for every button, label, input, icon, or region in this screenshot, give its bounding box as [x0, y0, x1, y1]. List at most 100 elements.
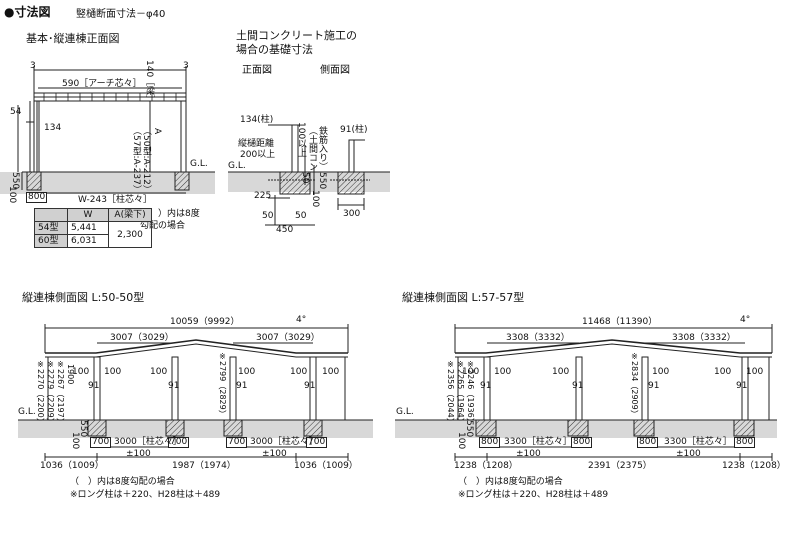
side50-hmid: ※2799（2829）: [218, 352, 227, 418]
post-134: 134(柱): [240, 115, 274, 125]
side57-mid-overhang: 2391（2375）: [588, 461, 652, 471]
table-header-w: W: [67, 208, 109, 222]
table-cell-w: 6,031: [67, 234, 109, 248]
side57-total: 11468（11390）: [582, 317, 658, 327]
foundation-drawing: [228, 124, 390, 226]
side57-right-overhang: 1238（1208）: [722, 461, 786, 471]
side57-h1: ※2356（2044）: [446, 360, 455, 426]
side50-arrow-2: 100: [238, 367, 256, 377]
side57-post-3: 91: [648, 381, 660, 391]
side-view-57-drawing: [395, 324, 777, 461]
side57-pm-1: ±100: [516, 449, 541, 459]
side50-gap-1: 100: [72, 367, 90, 377]
side57-gap-3: 100: [714, 367, 732, 377]
table-header-empty: [34, 208, 68, 222]
depth-550: 550: [10, 172, 20, 190]
width-dim: W-243［柱芯々］: [78, 195, 152, 205]
side50-post-1: 91: [88, 381, 100, 391]
gap-note-2: 200以上: [240, 150, 276, 160]
side50-note-1: （ ）内は8度勾配の場合: [70, 477, 175, 487]
side57-arrow-3: 100: [746, 367, 764, 377]
table-cell-w: 5,441: [67, 221, 109, 235]
side57-gl: G.L.: [396, 407, 414, 417]
dim-right-3: 3: [183, 61, 189, 71]
side57-post-1: 91: [480, 381, 492, 391]
dim-50-left: 50: [262, 211, 274, 221]
foundation-title-2: 場合の基礎寸法: [236, 43, 313, 56]
side50-h3: ※2267（2197）: [56, 360, 65, 426]
table-header-a: A(梁下): [108, 208, 152, 222]
side50-h4: 1900: [66, 364, 75, 385]
table-cell-model: 54型: [34, 221, 68, 235]
side50-mid-overhang: 1987（1974）: [172, 461, 236, 471]
front-label: 正面図: [242, 65, 272, 76]
side50-pm-2: ±100: [262, 449, 287, 459]
section-heading: ●寸法図: [4, 5, 51, 19]
over-100: 100以上: [296, 122, 306, 158]
side57-left-overhang: 1238（1208）: [454, 461, 518, 471]
side50-post-4: 91: [304, 381, 316, 391]
side57-h3: ※2246（1936）: [466, 360, 475, 426]
side50-note-2: ※ロング柱は＋220、H28柱は＋489: [70, 490, 221, 500]
front-view-drawing: [0, 66, 215, 194]
side50-angle: 4°: [296, 315, 307, 325]
side57-pitch-2: 3300［柱芯々］: [664, 437, 732, 447]
a-note-50: （50型:A-212）: [141, 126, 151, 194]
side57-hmid: ※2834（2909）: [630, 352, 639, 418]
height-54: 54: [10, 107, 22, 117]
side50-h2: ※2279（2209）: [46, 360, 55, 426]
gl-front: G.L.: [190, 159, 208, 169]
side50-gap-2: 100: [150, 367, 168, 377]
side57-post-2: 91: [572, 381, 584, 391]
a-label: A: [152, 128, 162, 135]
side50-foot-3: 700: [226, 437, 248, 448]
dim-450: 450: [276, 225, 294, 235]
a-note-57: （57型:A-237）: [131, 126, 141, 194]
side50-gap-3: 100: [290, 367, 308, 377]
dim-225: 225: [254, 191, 272, 201]
side-label: 側面図: [320, 65, 350, 76]
side57-span1: 3308（3332）: [506, 333, 570, 343]
side50-h1: ※2270（2200）: [36, 360, 45, 426]
side50-pitch-2: 3000［柱芯々］: [250, 437, 318, 447]
side57-note-2: ※ロング柱は＋220、H28柱は＋489: [458, 490, 609, 500]
side57-span2: 3308（3332）: [672, 333, 736, 343]
side57-title: 縦連棟側面図 L:57-57型: [402, 291, 525, 304]
side50-title: 縦連棟側面図 L:50-50型: [22, 291, 145, 304]
side50-f100: 100: [70, 432, 80, 450]
front-view-title: 基本･縦連棟正面図: [26, 32, 120, 45]
height-134: 134: [44, 123, 62, 133]
paren-note-2: 勾配の場合: [140, 221, 186, 231]
side57-foot-4: 800: [734, 437, 756, 448]
side57-note-1: （ ）内は8度勾配の場合: [458, 477, 563, 487]
side50-right-overhang: 1036（1009）: [294, 461, 358, 471]
doma-note-1: （土間コン: [307, 126, 317, 171]
side50-foot-2: 700: [168, 437, 190, 448]
side57-pm-2: ±100: [676, 449, 701, 459]
side57-pitch-1: 3300［柱芯々］: [504, 437, 572, 447]
side57-foot-1: 800: [479, 437, 501, 448]
foundation-title-1: 土間コンクリート施工の: [236, 29, 357, 42]
beam-dim: 140［梁］: [144, 60, 154, 105]
table-cell-model: 60型: [34, 234, 68, 248]
depth-100: 100: [7, 186, 17, 204]
footing-800: 800: [26, 192, 48, 203]
side57-foot-2: 800: [571, 437, 593, 448]
paren-note-1: （ ）内は8度: [140, 209, 200, 219]
side50-post-2: 91: [168, 381, 180, 391]
side50-foot-1: 700: [90, 437, 112, 448]
gap-note-1: 縦樋距離: [238, 139, 275, 149]
side50-arrow-3: 100: [322, 367, 340, 377]
size-table: W A(梁下) 54型 5,441 2,300 60型 6,031: [34, 208, 152, 248]
dim-300: 300: [343, 209, 361, 219]
post-91: 91(柱): [340, 125, 368, 135]
gl-foundation: G.L.: [228, 161, 246, 171]
ground-band: [0, 172, 215, 194]
dim-left-3: 3: [30, 61, 36, 71]
side50-post-3: 91: [236, 381, 248, 391]
dim-100-f: 100: [310, 190, 320, 208]
arch-dim: 590［アーチ芯々］: [62, 79, 142, 89]
side50-pitch-1: 3000［柱芯々］: [114, 437, 182, 447]
side57-arrow-1: 100: [494, 367, 512, 377]
